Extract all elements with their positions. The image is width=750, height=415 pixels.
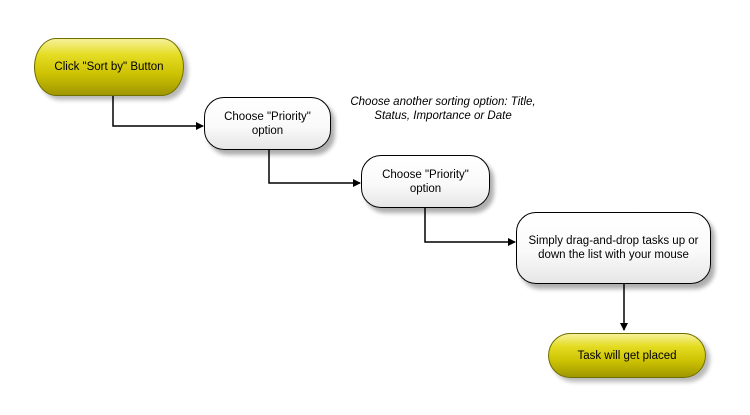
connector-step2-to-step3: [424, 207, 516, 246]
step-choose-priority-1: Choose "Priority" option: [204, 97, 331, 150]
sorting-options-note: Choose another sorting option: Title, St…: [350, 96, 536, 122]
step-drag-and-drop: Simply drag-and-drop tasks up or down th…: [516, 212, 711, 284]
step-choose-priority-1-label: Choose "Priority" option: [224, 110, 311, 137]
start-label: Click "Sort by" Button: [54, 61, 164, 73]
start-terminal: Click "Sort by" Button: [34, 38, 184, 96]
connector-start-to-step1: [112, 93, 204, 130]
end-terminal: Task will get placed: [548, 333, 706, 378]
step-choose-priority-2-label: Choose "Priority" option: [382, 168, 469, 195]
connector-step1-to-step2: [268, 148, 361, 187]
step-choose-priority-2: Choose "Priority" option: [361, 155, 490, 208]
end-label: Task will get placed: [577, 349, 677, 362]
step-drag-and-drop-label: Simply drag-and-drop tasks up or down th…: [528, 235, 699, 261]
